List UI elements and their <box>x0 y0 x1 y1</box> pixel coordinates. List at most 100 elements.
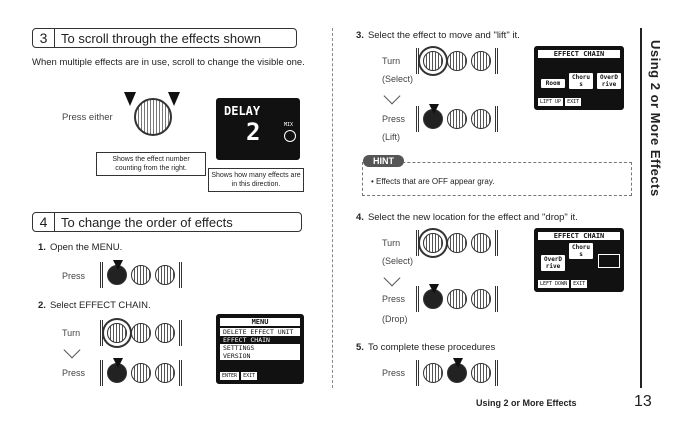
chain-exit-2: EXIT <box>571 280 588 288</box>
step-3: 3.Select the effect to move and "lift" i… <box>356 30 520 41</box>
drop-target-icon <box>598 254 620 268</box>
bracket-icon <box>179 320 182 346</box>
step-5: 5.To complete these procedures <box>356 342 495 353</box>
menu-exit: EXIT <box>241 372 258 380</box>
footswitch-pressed-icon <box>447 358 467 383</box>
mix-knob-icon <box>284 130 296 142</box>
select-label-2: (Select) <box>382 256 414 266</box>
footswitch-row-1 <box>98 260 184 288</box>
section-4-number: 4 <box>33 213 55 231</box>
footswitch-icon <box>471 51 491 71</box>
footswitch-icon <box>471 289 491 309</box>
step-4-number: 4. <box>356 212 364 223</box>
step-2-text: Select EFFECT CHAIN. <box>49 300 151 311</box>
bracket-icon <box>179 360 182 386</box>
footswitch-icon <box>131 265 151 285</box>
section-4-header: 4 To change the order of effects <box>32 212 302 232</box>
chain-footer-2: LEFT DOWN EXIT <box>538 280 620 288</box>
chevron-down-icon <box>63 341 81 359</box>
menu-lcd-screen: MENU DELETE EFFECT UNIT EFFECT CHAIN SET… <box>216 314 304 384</box>
column-divider <box>332 28 333 388</box>
down-arrow-icon <box>429 284 439 294</box>
press-either-label: Press either <box>62 112 113 123</box>
step-1: 1.Open the MENU. <box>38 242 122 253</box>
section-3-title: To scroll through the effects shown <box>61 30 261 46</box>
footswitch-pressed-icon <box>423 104 443 129</box>
bracket-icon <box>495 360 498 386</box>
hint-text-value: Effects that are OFF appear gray. <box>376 177 495 186</box>
footswitch-icon <box>447 109 467 129</box>
footswitch-row-5 <box>414 104 500 132</box>
side-tab-label: Using 2 or More Effects <box>648 40 663 197</box>
footswitch-icon <box>155 265 175 285</box>
drop-label: (Drop) <box>382 314 408 324</box>
footer-label: Using 2 or More Effects <box>476 398 577 408</box>
footswitch-icon <box>471 109 491 129</box>
fx-slot: Room <box>540 78 566 89</box>
bracket-icon <box>416 48 419 74</box>
chain-footer: LIFT UP EXIT <box>538 98 620 106</box>
hint-text: • Effects that are OFF appear gray. <box>371 177 495 186</box>
step-1-text: Open the MENU. <box>49 242 123 253</box>
turn-label-3: Turn <box>382 56 401 66</box>
bracket-icon <box>179 262 182 288</box>
footswitch-icon <box>155 323 175 343</box>
page-number: 13 <box>634 393 652 410</box>
footswitch-icon <box>447 233 467 253</box>
down-arrow-icon <box>113 358 123 368</box>
step-2: 2.Select EFFECT CHAIN. <box>38 300 151 311</box>
footswitch-pressed-icon <box>107 358 127 383</box>
footswitch-row-8 <box>414 358 500 386</box>
step-5-text: To complete these procedures <box>367 342 496 353</box>
footswitch-row-4 <box>414 48 500 74</box>
menu-item: SETTINGS <box>220 344 300 352</box>
bracket-icon <box>416 106 419 132</box>
scroll-knob-illustration <box>124 92 182 140</box>
right-arrow-icon <box>168 92 180 106</box>
lift-label: (Lift) <box>382 132 400 142</box>
footswitch-icon <box>447 289 467 309</box>
press-label: Press <box>62 271 86 281</box>
footswitch-pressed-icon <box>423 284 443 309</box>
bracket-icon <box>495 48 498 74</box>
callout-effect-number: Shows the effect number counting from th… <box>96 152 206 176</box>
side-tab <box>640 28 680 388</box>
left-arrow-icon <box>124 92 136 106</box>
bracket-icon <box>100 262 103 288</box>
step-4-text: Select the new location for the effect a… <box>367 212 578 223</box>
bracket-icon <box>416 360 419 386</box>
chain-left-down: LEFT DOWN <box>538 280 570 288</box>
step-3-number: 3. <box>356 30 364 41</box>
fx-slot: Choru s <box>568 72 594 90</box>
chain-exit: EXIT <box>565 98 582 106</box>
bracket-icon <box>416 286 419 312</box>
footswitch-icon <box>131 323 151 343</box>
left-column: 3 To scroll through the effects shown Wh… <box>32 28 314 69</box>
hint-tag: HINT <box>363 155 404 167</box>
section-3-number: 3 <box>33 29 55 47</box>
fx-slot: OverD rive <box>540 254 566 272</box>
turn-label-4: Turn <box>382 238 401 248</box>
menu-title: MENU <box>220 318 300 326</box>
chain-lift: LIFT UP <box>538 98 564 106</box>
footswitch-icon <box>471 233 491 253</box>
press-label-3: Press <box>382 114 406 124</box>
step-2-number: 2. <box>38 300 46 311</box>
press-label-4: Press <box>382 294 406 304</box>
chain-title-2: EFFECT CHAIN <box>538 232 620 240</box>
menu-enter: ENTER <box>220 372 240 380</box>
callout-effect-count: Shows how many effects are in this direc… <box>208 168 304 192</box>
lcd-effect-name: DELAY <box>224 104 261 118</box>
lcd-mix-label: MIX <box>284 122 294 128</box>
menu-footer: ENTER EXIT <box>220 372 300 380</box>
menu-item: DELETE EFFECT UNIT <box>220 328 300 336</box>
step-4: 4.Select the new location for the effect… <box>356 212 578 223</box>
section-3-header: 3 To scroll through the effects shown <box>32 28 297 48</box>
menu-item-selected: EFFECT CHAIN <box>220 336 300 344</box>
footswitch-row-7 <box>414 284 500 312</box>
section-3-paragraph: When multiple effects are in use, scroll… <box>32 57 305 68</box>
press-label-2: Press <box>62 368 86 378</box>
knob-icon <box>134 98 172 136</box>
footswitch-icon <box>423 363 443 383</box>
effect-chain-lcd-2: EFFECT CHAIN OverD rive Choru s LEFT DOW… <box>534 228 624 292</box>
